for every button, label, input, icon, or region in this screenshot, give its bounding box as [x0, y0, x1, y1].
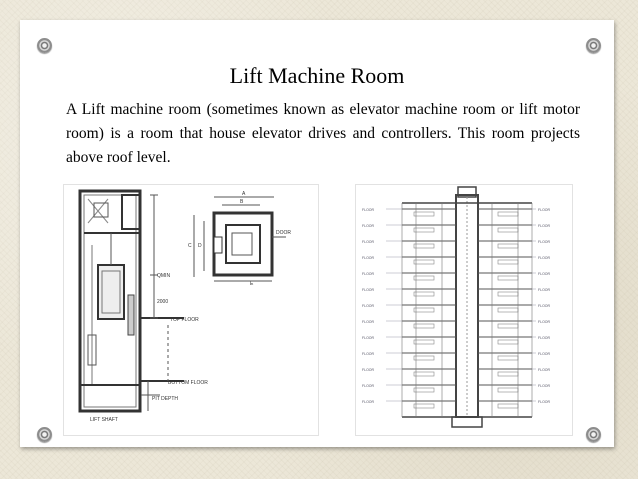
floor-label-right: FLOOR	[538, 304, 551, 308]
floor-label-left: FLOOR	[362, 400, 375, 404]
floor-label-left: FLOOR	[362, 256, 375, 260]
label-lift-shaft: LIFT SHAFT	[90, 417, 118, 423]
slide-title: Lift Machine Room	[229, 63, 405, 88]
floor-label-left: FLOOR	[362, 384, 375, 388]
floor-label-left: FLOOR	[362, 224, 375, 228]
floor-label-right: FLOOR	[538, 368, 551, 372]
floor-label-left: FLOOR	[362, 336, 375, 340]
floor-label-right: FLOOR	[538, 288, 551, 292]
floor-label-right: FLOOR	[538, 224, 551, 228]
floor-label-right: FLOOR	[538, 384, 551, 388]
machine-room-plan: A B C D DOOR E	[188, 191, 291, 287]
floor-label-left: FLOOR	[362, 272, 375, 276]
floor-label-right: FLOOR	[538, 208, 551, 212]
label-2000: 2000	[157, 299, 168, 305]
label-qmin: QMIN	[157, 273, 170, 279]
floor-label-left: FLOOR	[362, 240, 375, 244]
lift-shaft-section-diagram: QMIN 2000 TOP FLOOR BOTTOM FLOOR PIT DEP…	[63, 184, 319, 436]
floor-label-right: FLOOR	[538, 320, 551, 324]
label-pit-depth: PIT DEPTH	[152, 396, 178, 402]
floor-label-left: FLOOR	[362, 352, 375, 356]
floor-label-left: FLOOR	[362, 208, 375, 212]
label-dim-d: D	[198, 243, 202, 249]
slide-card: Lift Machine Room A Lift machine room (s…	[20, 20, 614, 447]
label-door: DOOR	[276, 230, 291, 236]
floor-label-right: FLOOR	[538, 272, 551, 276]
label-bottom-floor: BOTTOM FLOOR	[168, 380, 208, 386]
label-dim-e: E	[250, 281, 254, 287]
floor-label-right: FLOOR	[538, 336, 551, 340]
floor-label-right: FLOOR	[538, 256, 551, 260]
building-section-diagram: FLOOR FLOOR FLOOR FLOOR FLOOR FLOOR FLOOR FLOOR…	[355, 184, 573, 436]
label-dim-c: C	[188, 243, 192, 249]
label-dim-b: B	[240, 199, 244, 205]
floor-label-right: FLOOR	[538, 400, 551, 404]
floor-label-left: FLOOR	[362, 304, 375, 308]
floor-label-right: FLOOR	[538, 240, 551, 244]
floor-label-right: FLOOR	[538, 352, 551, 356]
pin-icon-bottom-right	[586, 427, 601, 442]
pin-icon-top-left	[37, 38, 52, 53]
label-dim-a: A	[242, 191, 246, 197]
floor-label-left: FLOOR	[362, 368, 375, 372]
label-top-floor: TOP FLOOR	[170, 317, 199, 323]
floor-label-left: FLOOR	[362, 288, 375, 292]
pin-icon-top-right	[586, 38, 601, 53]
slide-body-text: A Lift machine room (sometimes known as …	[66, 101, 580, 166]
pin-icon-bottom-left	[37, 427, 52, 442]
floor-label-left: FLOOR	[362, 320, 375, 324]
